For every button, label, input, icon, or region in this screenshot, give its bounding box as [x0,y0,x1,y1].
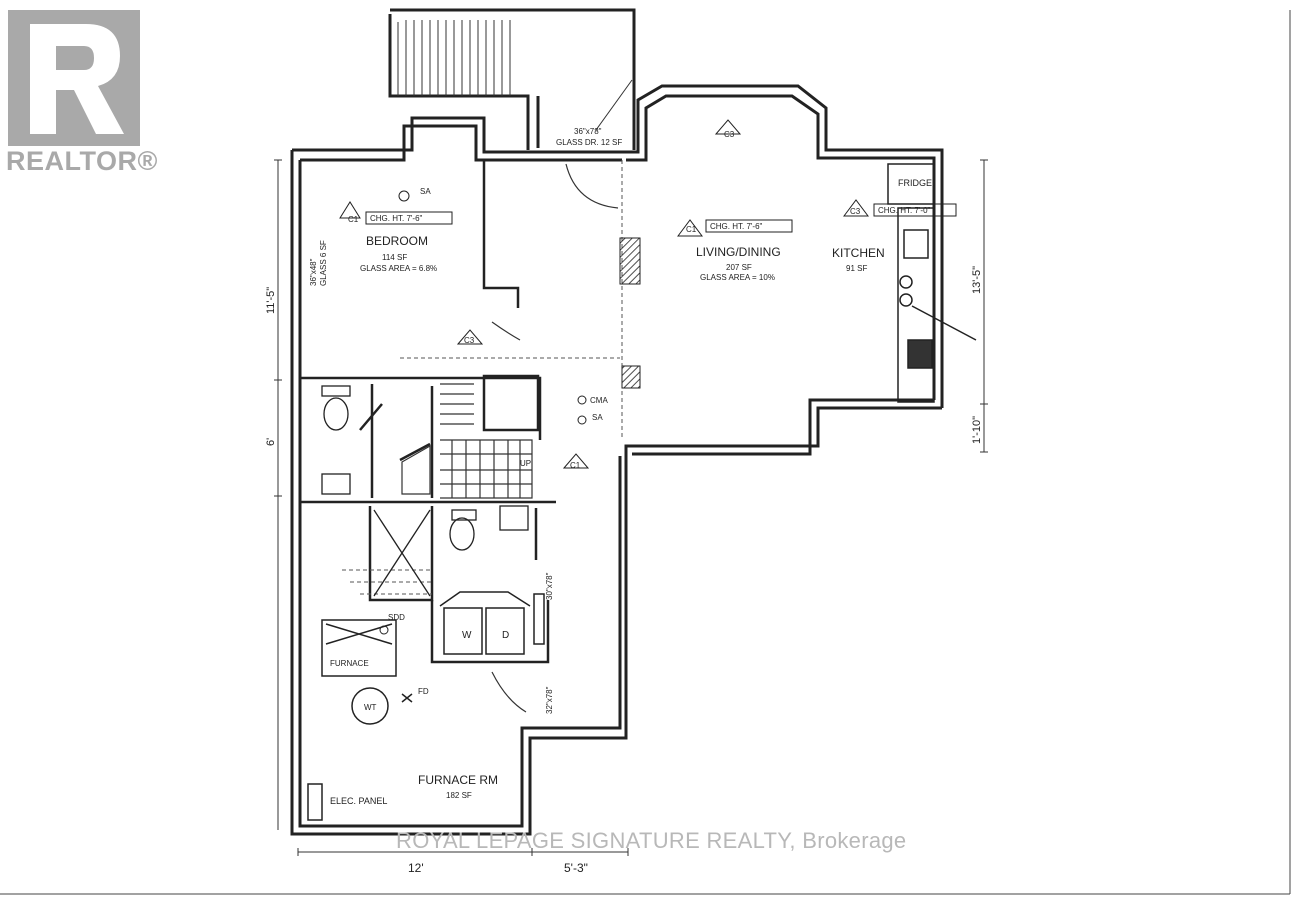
realtor-r-mark-icon [8,10,140,146]
glass-door-size: 36"x78" [574,127,602,136]
c1-hall-code: C1 [570,461,581,470]
exterior-walls [290,8,944,836]
dryer-icon [485,607,525,655]
floor-drain-label: FD [418,687,429,696]
hatched-columns [619,237,641,389]
dim-bottom-right: 5'-3" [564,861,588,875]
glass-door-area: GLASS DR. 12 SF [556,138,622,147]
interior-walls [300,160,556,664]
washer-label: W [462,630,472,641]
bedroom-ceiling-code: C1 [348,215,359,224]
door-32-label: 32"x78" [545,686,554,714]
living-ceiling-code: C1 [686,225,697,234]
mechanical [307,619,413,821]
floor-drain-icon [401,693,413,703]
water-tank-label: WT [364,703,377,712]
bath-fixtures [321,385,529,597]
kitchen-name: KITCHEN [832,246,885,260]
living-glass: GLASS AREA = 10% [700,273,775,282]
door-swings [491,163,619,713]
smoke-alarm-icon [379,625,389,635]
realtor-logo: REALTOR® [2,4,157,176]
furnace-room-name: FURNACE RM [418,773,498,787]
dimension-lines [274,79,988,856]
door-30-label: 30"x78" [545,572,554,600]
bedroom-window-size: 36"x48" [309,258,318,286]
c3-hall-code: C3 [464,336,475,345]
bedroom-name: BEDROOM [366,234,428,248]
kitchen-ceiling-code: C3 [850,207,861,216]
stairs-up-label: UP [520,459,531,468]
vanity-icon [321,473,351,495]
border-line [0,10,1291,895]
kitchen-fixtures [887,163,977,403]
dim-left-middle: 6' [265,438,277,446]
bedroom-ceiling-height: CHG. HT. 7'-6" [370,214,423,223]
kitchen-sink-icon [903,229,929,259]
smoke-alarm-icon [577,415,587,425]
vanity-icon [499,505,529,531]
water-tank-icon [351,687,389,725]
realtor-logo-text: REALTOR® [6,146,158,176]
living-name: LIVING/DINING [696,245,781,259]
sa-label: SA [420,187,431,196]
furnace-box [321,619,397,677]
furnace-room-area: 182 SF [446,791,472,800]
stove-burner-icon [899,293,913,307]
smoke-alarm-icon [398,190,410,202]
toilet-tank-icon [321,385,351,397]
dim-right-upper: 13'-5" [971,266,983,294]
bedroom-area: 114 SF [382,253,407,262]
c3-living-code: C3 [724,130,735,139]
kitchen-ceiling-height: CHG. HT. 7'-0" [878,206,931,215]
shower-icon [373,509,431,597]
bedroom-glass: GLASS AREA = 6.8% [360,264,437,273]
dim-bottom-left: 12' [408,861,424,875]
dryer-label: D [502,630,509,641]
dashed-lines [342,160,623,595]
sdd-label: SDD [388,613,405,622]
kitchen-area: 91 SF [846,264,867,273]
brokerage-watermark: ROYAL LEPAGE SIGNATURE REALTY, Brokerage [396,828,907,853]
laundry [439,591,545,655]
toilet-icon [323,397,349,431]
washer-icon [443,607,483,655]
dim-right-lower: 1'-10" [971,416,983,444]
elec-panel-label: ELEC. PANEL [330,796,387,806]
sa-label-hall: SA [592,413,603,422]
stair-lines [397,20,511,96]
stove-burner-icon [899,275,913,289]
fridge-label: FRIDGE [898,178,932,188]
dishwasher-icon [907,339,933,369]
furnace-label: FURNACE [330,659,369,668]
living-ceiling-height: CHG. HT. 7'-6" [710,222,763,231]
dim-left-upper: 11'-5" [265,287,277,314]
toilet-icon [449,517,475,551]
stairs-main [401,383,533,499]
living-area: 207 SF [726,263,752,272]
cma-label: CMA [590,396,608,405]
sensor-icons [339,119,957,635]
bedroom-window-area: GLASS 6 SF [319,240,328,286]
co-alarm-icon [577,395,587,405]
